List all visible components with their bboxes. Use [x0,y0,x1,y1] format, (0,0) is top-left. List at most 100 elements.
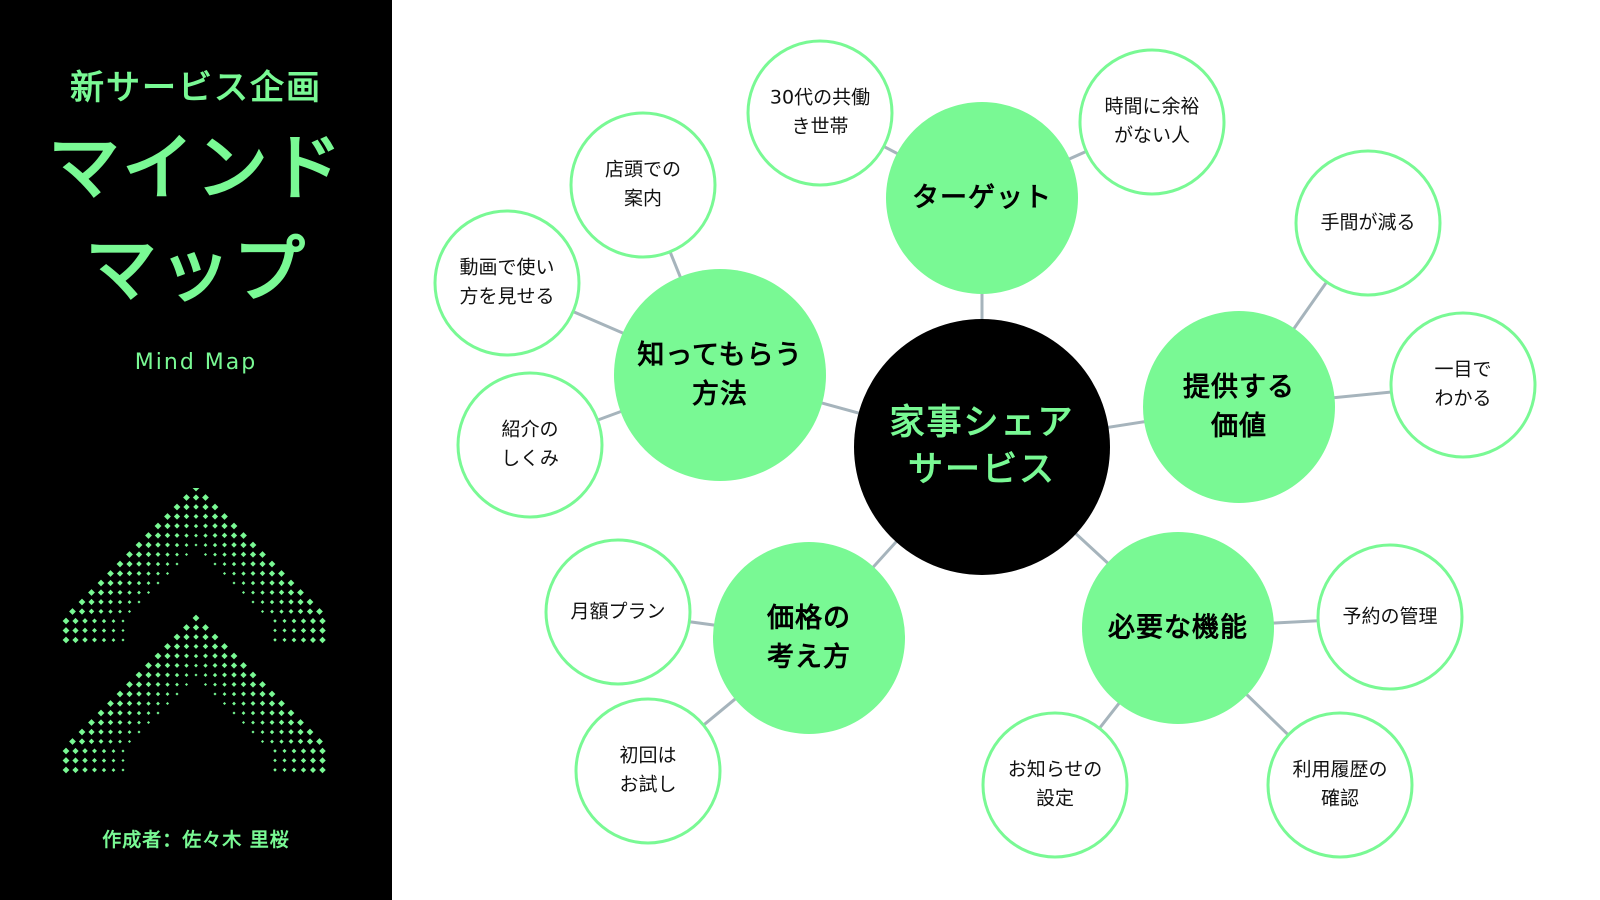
chevron-dot [146,691,151,697]
chevron-dot [241,711,246,715]
chevron-dot [88,608,95,615]
chevron-dot [101,637,107,643]
chevron-dot [251,600,255,604]
chevron-dot [241,581,246,585]
chevron-dot [107,709,114,717]
chevron-dot [192,494,200,501]
chevron-dot [213,682,217,687]
chevron-dot [117,710,123,716]
chevron-dot [241,691,246,697]
chevron-dot [203,682,208,687]
chevron-dot [72,766,79,774]
chevron-dot [250,561,256,567]
branch-node [1143,311,1335,503]
leaf-node [569,111,717,259]
chevron-dot [92,618,97,624]
leaf-node [456,371,604,519]
chevron-dot [250,580,256,586]
chevron-dot [232,571,236,576]
chevron-dot [107,700,114,707]
chevron-dot [291,767,297,773]
sidebar-title-line-2: マップ [84,228,307,312]
chevron-dot [260,710,265,716]
chevron-dot [319,627,326,634]
leaf-node-label: 紹介の しくみ [501,418,559,470]
chevron-dot [165,571,170,576]
mind-map-canvas [433,39,1537,859]
chevron-dot [282,748,287,753]
chevron-dot [241,701,246,706]
chevron-dot [278,579,285,587]
chevron-dot [108,729,113,735]
chevron-dot [127,590,132,595]
chevron-dot [121,619,125,623]
chevron-dot [154,662,162,669]
chevron-dot [211,513,219,520]
branch-node-label: ターゲット [912,182,1052,214]
chevron-dot [268,690,276,698]
chevron-dot [165,682,170,687]
leaf-node-label: 初回は お試し [619,744,677,796]
chevron-dot [221,513,228,520]
chevron-dot [117,599,123,605]
chevron-dot [101,767,107,773]
chevron-dot [221,662,228,669]
chevron-dot [173,513,181,520]
chevron-dot [203,533,208,538]
leaf-node [746,39,894,187]
chevron-dot [282,767,287,772]
chevron-dot [101,748,107,754]
chevron-dot [310,748,316,754]
chevron-dot [306,728,314,736]
chevron-dot [183,633,190,641]
chevron-dot [101,758,107,763]
chevron-dot [270,609,274,614]
leaf-node [1078,48,1226,196]
leaf-node-label: 動画で使い 方を見せる [459,256,555,308]
chevron-dot [279,599,284,605]
chevron-dot [273,768,277,772]
chevron-dot [232,581,236,585]
chevron-dot [240,671,247,679]
chevron-dot [174,662,180,668]
chevron-dot [221,522,228,530]
chevron-dot [260,600,265,604]
chevron-dot [156,701,160,706]
chevron-dot [250,691,256,697]
chevron-dot [69,738,76,745]
chevron-dot [192,624,200,631]
chevron-dot [117,589,123,595]
chevron-dot [268,570,276,577]
chevron-dot [175,692,179,696]
chevron-dot [184,653,189,659]
chevron-dot [111,619,116,623]
chevron-dot [240,551,247,558]
leaf-node [544,538,692,686]
leaf-node-label: 時間に余裕 がない人 [1104,95,1200,147]
chevron-dot [98,608,104,614]
chevron-dot [249,541,257,549]
chevron-dot [300,627,307,634]
chevron-dot [278,709,285,717]
chevron-dot [240,662,247,669]
chevron-dot [111,768,116,772]
chevron-dot [221,643,228,650]
chevron-dot [241,590,246,595]
chevron-dot [260,720,265,725]
chevron-dot [164,652,171,660]
chevron-dot [175,562,179,566]
chevron-dot [136,700,142,706]
chevron-dot [118,739,122,744]
chevron-dot [287,579,295,587]
chevron-dot [297,589,304,596]
chevron-dot [259,700,266,707]
chevron-dot [121,628,125,633]
chevron-dot [62,757,70,764]
chevron-dot [88,728,95,736]
chevron-dot [117,719,123,725]
leaf-node-label: 店頭での 案内 [604,158,682,210]
chevron-dot [222,571,227,576]
chevron-dot [127,720,132,725]
chevron-dot [270,739,274,744]
chevron-dot [232,701,236,706]
